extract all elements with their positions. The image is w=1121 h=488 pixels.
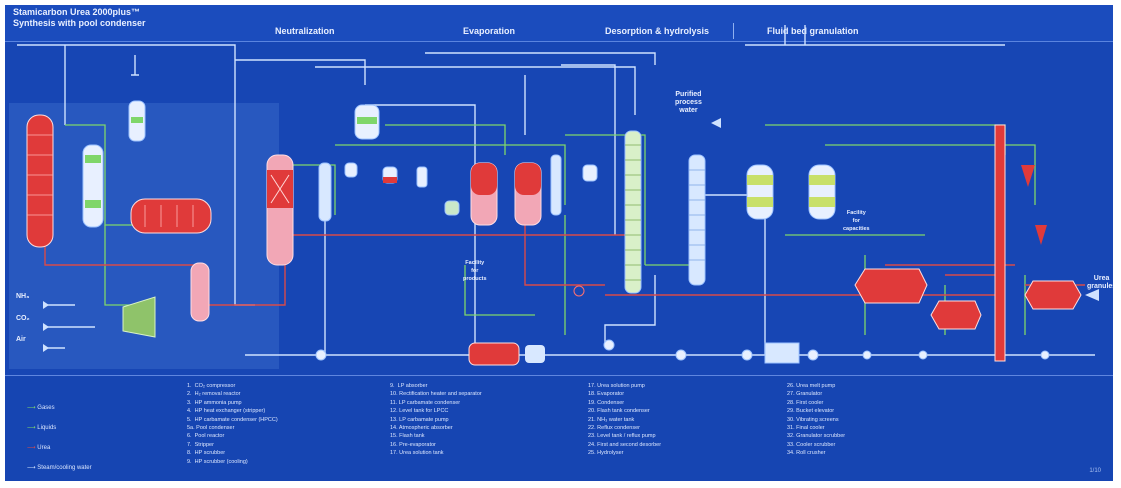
vessel-9 xyxy=(190,262,210,322)
equipment-list-col-2: 9. LP absorber 10. Rectification heater … xyxy=(390,383,482,457)
legend-label-4: Steam/cooling water xyxy=(37,465,92,471)
scrubber-32 xyxy=(808,164,836,220)
legend-item-4: ⟶ Steam/cooling water xyxy=(27,465,92,471)
label-urea-granules: Urea granules xyxy=(1087,275,1113,290)
diagram-title: Stamicarbon Urea 2000plus™ Synthesis wit… xyxy=(13,7,146,29)
label-facility-right: Facility for capacities xyxy=(843,210,870,232)
condenser-13 xyxy=(354,104,380,140)
pump-26 xyxy=(573,285,585,297)
tank-23 xyxy=(582,164,598,182)
granulator-27 xyxy=(854,268,928,304)
equipment-list-col-3: 17. Urea solution pump 18. Evaporator 19… xyxy=(588,383,662,457)
label-facility-evaporator: Facility for products xyxy=(463,260,487,282)
legend-label-2: Liquids xyxy=(37,425,57,431)
column-22 xyxy=(550,154,562,216)
page-number: 1/10 xyxy=(1089,468,1101,474)
label-air: Air xyxy=(16,336,26,343)
reactor-6 xyxy=(26,114,54,248)
tank-17 xyxy=(525,345,545,363)
legend-item-3: ⟶ Urea xyxy=(27,445,51,451)
equipment-list-col-4: 26. Urea melt pump 27. Granulator 28. Fi… xyxy=(787,383,846,457)
evaporator-18 xyxy=(514,162,542,226)
hp-stripper-7 xyxy=(82,144,104,228)
title-line-2: Synthesis with pool condenser xyxy=(13,18,146,28)
label-co2: CO₂ xyxy=(16,315,30,322)
section-divider xyxy=(733,23,734,39)
label-purified-water: Purified process water xyxy=(675,91,702,114)
cooler-31 xyxy=(1024,280,1082,310)
legend-panel: ⟶ Gases ⟶ Liquids ⟶ Urea ⟶ Steam/cooling… xyxy=(5,375,1113,481)
neutralizer-vessel xyxy=(266,154,294,266)
bucket-elevator-29 xyxy=(994,124,1006,362)
pipe-network-light xyxy=(17,25,1095,356)
pool-condenser-5a xyxy=(130,198,212,234)
equipment-list-col-1: 1. CO₂ compressor 2. H₂ removal reactor … xyxy=(187,383,278,465)
legend-label-3: Urea xyxy=(37,445,51,451)
section-evaporation: Evaporation xyxy=(463,26,516,36)
process-flow-diagram xyxy=(9,25,1099,369)
crusher-34 xyxy=(1035,225,1047,245)
process-diagram-panel: Stamicarbon Urea 2000plus™ Synthesis wit… xyxy=(5,5,1113,481)
diagram-header: Stamicarbon Urea 2000plus™ Synthesis wit… xyxy=(5,5,1113,42)
desorber-24 xyxy=(624,130,642,294)
melt-tank-19 xyxy=(468,342,520,366)
scrubber-33 xyxy=(746,164,774,220)
screen-30 xyxy=(1021,165,1035,187)
section-fluid-bed-granulation: Fluid bed granulation xyxy=(767,26,859,36)
tank-11 xyxy=(344,162,358,178)
legend-item-1: ⟶ Gases xyxy=(27,405,55,411)
hp-scrubber-8 xyxy=(128,100,146,142)
section-desorption-hydrolysis: Desorption & hydrolysis xyxy=(605,26,710,36)
cooler-28 xyxy=(930,300,982,330)
section-neutralization: Neutralization xyxy=(275,26,335,36)
legend-item-2: ⟶ Liquids xyxy=(27,425,57,431)
tank-bottom xyxy=(764,342,800,364)
tank-15 xyxy=(444,200,460,216)
tank-20 xyxy=(416,166,428,188)
feed-arrows xyxy=(43,118,1099,352)
hydrolyser-25 xyxy=(688,154,706,286)
evaporator-16 xyxy=(470,162,498,226)
pump-symbols xyxy=(315,339,1050,361)
label-nh3: NH₃ xyxy=(16,293,30,300)
title-line-1: Stamicarbon Urea 2000plus™ xyxy=(13,7,141,17)
legend-label-1: Gases xyxy=(37,405,55,411)
column-10 xyxy=(318,162,332,222)
co2-compressor xyxy=(122,296,156,338)
